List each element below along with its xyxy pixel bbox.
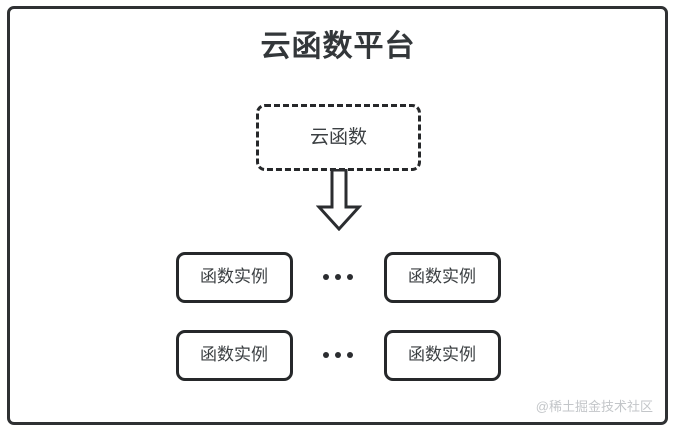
ellipsis-dot (347, 352, 353, 358)
page-title: 云函数平台 (260, 30, 416, 63)
cloud-function-label: 云函数 (309, 126, 367, 148)
ellipsis-icon (293, 252, 384, 303)
function-instance-box: 函数实例 (383, 329, 501, 381)
function-instance-box: 函数实例 (175, 329, 293, 381)
instance-row-2: 函数实例 函数实例 (0, 329, 676, 381)
ellipsis-icon (293, 330, 384, 381)
function-instance-box: 函数实例 (383, 251, 501, 303)
function-instance-box: 函数实例 (175, 251, 293, 303)
ellipsis-dot (347, 274, 353, 280)
function-instance-label: 函数实例 (408, 345, 476, 364)
instance-row-1: 函数实例 函数实例 (0, 251, 676, 303)
ellipsis-dot (323, 352, 329, 358)
watermark: @稀土掘金技术社区 (535, 399, 653, 414)
ellipsis-dot (335, 274, 341, 280)
ellipsis-dot (335, 352, 341, 358)
cloud-function-box: 云函数 (256, 104, 421, 171)
down-block-arrow-icon (315, 168, 363, 232)
function-instance-label: 函数实例 (408, 267, 476, 286)
function-instance-label: 函数实例 (200, 345, 268, 364)
function-instance-label: 函数实例 (200, 267, 268, 286)
ellipsis-dot (323, 274, 329, 280)
